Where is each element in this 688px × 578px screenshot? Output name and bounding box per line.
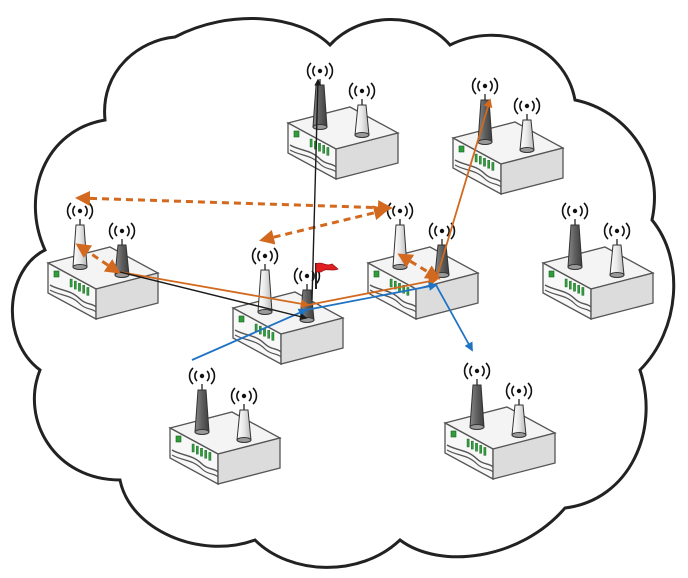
link-left-to-center-left xyxy=(75,243,121,274)
power-led xyxy=(175,435,182,443)
signal-waves-icon xyxy=(251,247,279,265)
links-layer xyxy=(75,78,493,361)
signal-waves-icon xyxy=(471,77,499,95)
router-far-right xyxy=(541,202,655,321)
routers-layer xyxy=(46,62,655,486)
ethernet-ports xyxy=(191,443,212,461)
ethernet-ports xyxy=(69,278,90,296)
link-center-right-to-bottom-right xyxy=(435,284,473,352)
power-led xyxy=(293,130,300,138)
antenna-left xyxy=(463,362,491,430)
signal-waves-icon xyxy=(561,202,589,220)
link-center-left-to-top-center xyxy=(311,78,322,301)
router-bottom-right xyxy=(443,362,557,481)
signal-waves-icon xyxy=(108,222,136,240)
link-center-left-to-center-right xyxy=(307,276,438,306)
power-led xyxy=(458,145,465,153)
antenna-right xyxy=(513,97,541,153)
link-center-left-to-center-right xyxy=(259,205,389,245)
link-left-to-center-left xyxy=(119,271,310,309)
ethernet-ports xyxy=(466,438,487,456)
signal-waves-icon xyxy=(505,382,533,400)
signal-waves-icon xyxy=(230,387,258,405)
signal-waves-icon xyxy=(463,362,491,380)
ethernet-ports xyxy=(474,153,495,171)
signal-waves-icon xyxy=(428,222,456,240)
link-left-to-center-right xyxy=(75,190,393,216)
signal-waves-icon xyxy=(188,367,216,385)
antenna-left xyxy=(561,202,589,270)
link-center-right-to-top-right xyxy=(435,98,493,281)
power-led xyxy=(450,430,457,438)
signal-waves-icon xyxy=(513,97,541,115)
power-led xyxy=(53,270,60,278)
antenna-right xyxy=(348,82,376,138)
antenna-right xyxy=(230,387,258,443)
link-left-to-center-left xyxy=(119,271,308,321)
power-led xyxy=(238,315,245,323)
antenna-right xyxy=(505,382,533,438)
power-led xyxy=(373,270,380,278)
power-led xyxy=(548,270,555,278)
signal-waves-icon xyxy=(306,62,334,80)
link-bottom-left-to-center-left xyxy=(191,308,308,361)
ethernet-ports xyxy=(309,138,330,156)
antenna-left xyxy=(188,367,216,435)
signal-waves-icon xyxy=(603,222,631,240)
signal-waves-icon xyxy=(348,82,376,100)
antenna-left xyxy=(251,247,279,315)
link-center-left-to-center-right xyxy=(305,281,438,311)
flag-icon xyxy=(315,262,339,289)
antenna-left xyxy=(471,77,499,145)
link-center-right-to-center-right xyxy=(397,253,441,280)
antenna-right xyxy=(603,222,631,278)
ethernet-ports xyxy=(564,278,585,296)
router-bottom-left xyxy=(168,367,282,486)
